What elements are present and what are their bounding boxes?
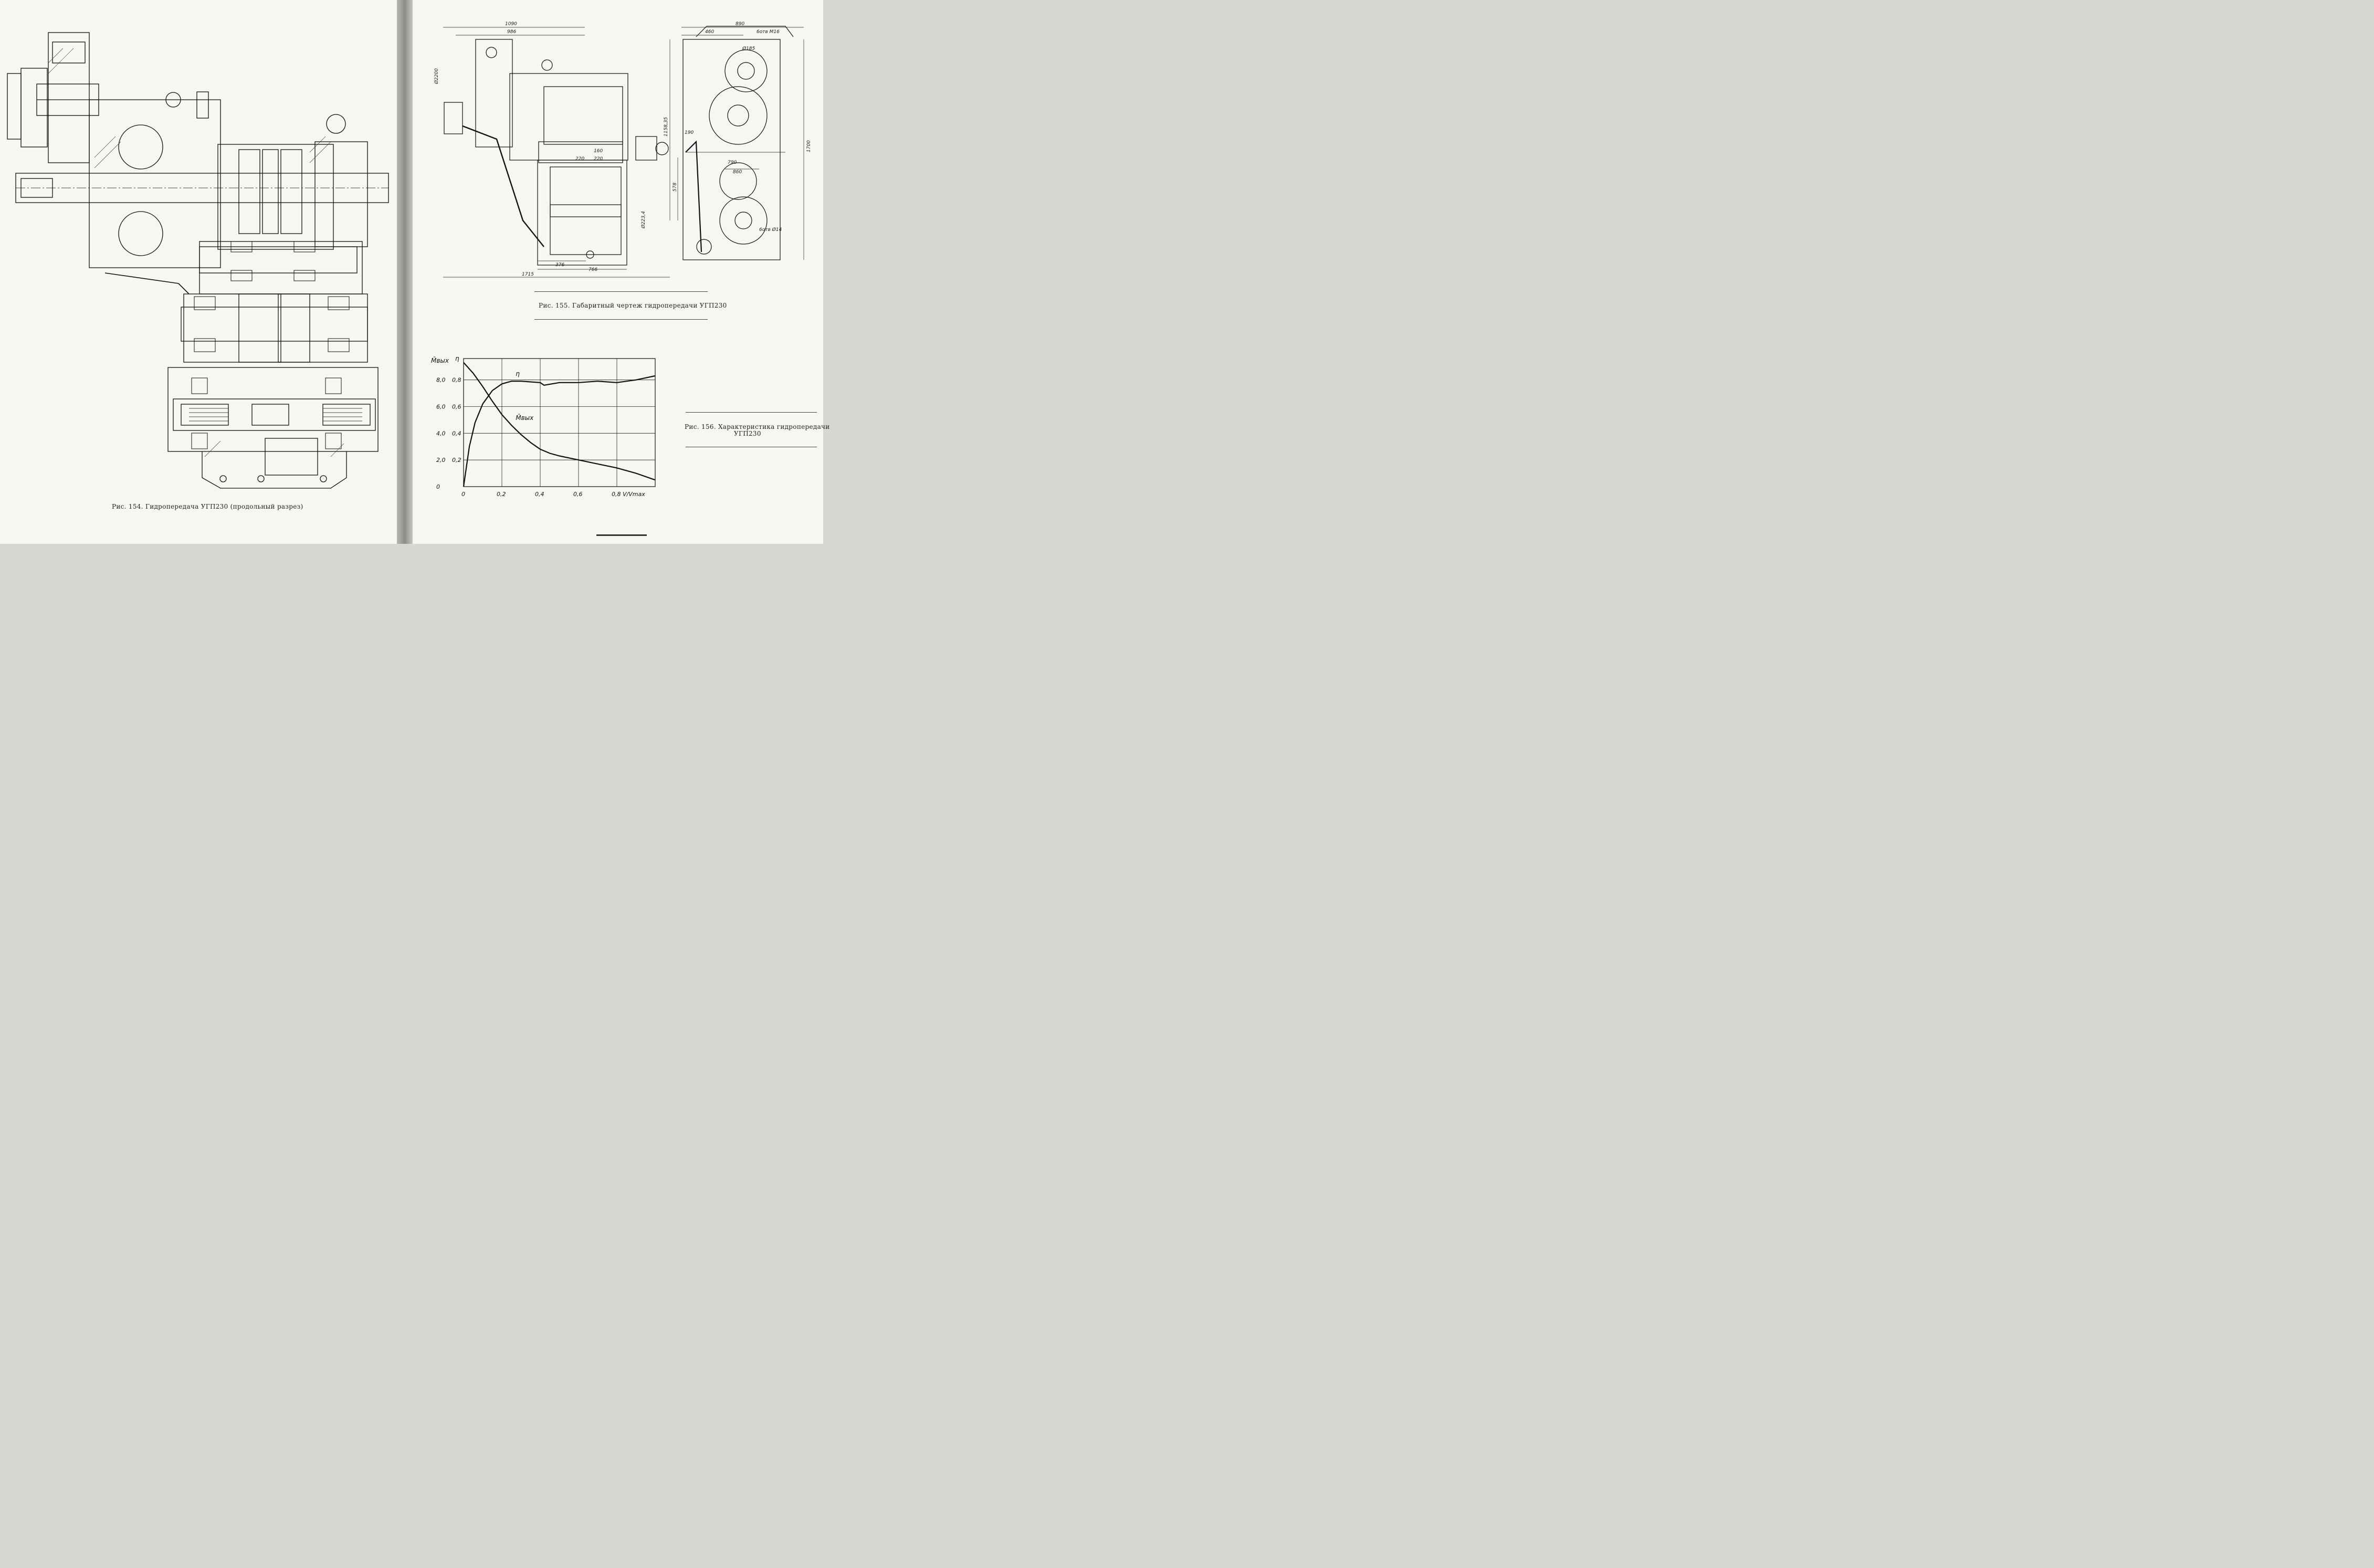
dimensional-drawing: 1090 986 Ø2200 160 220 220 Ø223,4 376 76… — [434, 22, 812, 278]
y-right-tick-label: 0,2 — [452, 457, 461, 464]
caption-rule-top — [534, 291, 708, 292]
svg-text:160: 160 — [594, 149, 603, 154]
series-label: M̄вых — [516, 414, 534, 422]
y-left-tick-label: 6,0 — [436, 404, 446, 411]
svg-text:1158,35: 1158,35 — [664, 117, 669, 136]
svg-text:Ø223,4: Ø223,4 — [640, 211, 646, 229]
svg-text:860: 860 — [733, 170, 742, 175]
chart-ticks: 0 0,2 0,4 0,6 0,8 V/Vmax 0 2,0 4,0 6,0 8,0 0,2 0,4 0… — [431, 355, 645, 498]
caption-rule-bottom — [534, 319, 708, 320]
svg-text:460: 460 — [705, 29, 714, 35]
svg-text:1715: 1715 — [522, 272, 534, 277]
series-label: η — [516, 370, 520, 377]
y-left-tick-label: 4,0 — [436, 430, 446, 437]
right-page: 1090 986 Ø2200 160 220 220 Ø223,4 376 76… — [413, 0, 829, 544]
y-right-tick-label: 0,6 — [452, 404, 461, 411]
y-right-tick-label: 0,4 — [452, 430, 461, 437]
x-tick-label: 0,4 — [535, 491, 544, 498]
figure-155-caption: Рис. 155. Габаритный чертеж гидропередач… — [539, 302, 727, 309]
figure-156-caption-line1: Рис. 156. Характеристика гидропередачи — [685, 423, 830, 430]
x-tick-label: 0,6 — [573, 491, 583, 498]
svg-text:1700: 1700 — [806, 140, 812, 152]
chart-series: ηM̄вых — [463, 362, 656, 487]
left-page: Рис. 154. Гидропередача УГП230 (продольн… — [0, 0, 397, 544]
svg-text:766: 766 — [589, 267, 597, 272]
svg-text:986: 986 — [507, 29, 516, 35]
longitudinal-section-drawing — [7, 32, 389, 489]
svg-text:890: 890 — [736, 22, 744, 27]
y-left-axis-label: M̄вых — [431, 357, 449, 364]
series-line-efficiency — [463, 375, 656, 487]
svg-text:220: 220 — [575, 156, 584, 162]
x-tick-label: 0,2 — [497, 491, 506, 498]
x-tick-label: 0 — [461, 491, 465, 498]
svg-text:220: 220 — [594, 156, 603, 162]
plot-frame — [463, 358, 656, 487]
y-right-tick-label: 0,8 — [452, 377, 461, 384]
svg-text:790: 790 — [728, 160, 737, 165]
svg-text:578: 578 — [673, 183, 678, 192]
y-left-tick-label: 8,0 — [436, 377, 446, 384]
fig156-rule-top — [686, 412, 817, 413]
y-right-axis-label: η — [455, 355, 459, 362]
y-left-tick-label: 0 — [436, 483, 440, 490]
svg-text:376: 376 — [555, 262, 564, 268]
figure-154-caption: Рис. 154. Гидропередача УГП230 (продольн… — [112, 503, 303, 510]
figure-156-caption-line2: УГП230 — [734, 430, 761, 437]
chart-grid — [463, 358, 656, 487]
svg-text:Ø2200: Ø2200 — [434, 68, 439, 85]
svg-text:6отв Ø14: 6отв Ø14 — [759, 227, 782, 233]
series-line-output-torque — [463, 362, 656, 481]
svg-text:190: 190 — [685, 130, 694, 135]
svg-text:Ø185: Ø185 — [742, 46, 755, 51]
book-gutter — [397, 0, 413, 544]
page-footer-bar — [596, 534, 647, 536]
y-left-tick-label: 2,0 — [436, 457, 446, 464]
svg-text:6отв M16: 6отв M16 — [757, 29, 780, 35]
svg-text:1090: 1090 — [505, 22, 517, 27]
x-tick-label: 0,8 V/Vmax — [612, 491, 645, 498]
